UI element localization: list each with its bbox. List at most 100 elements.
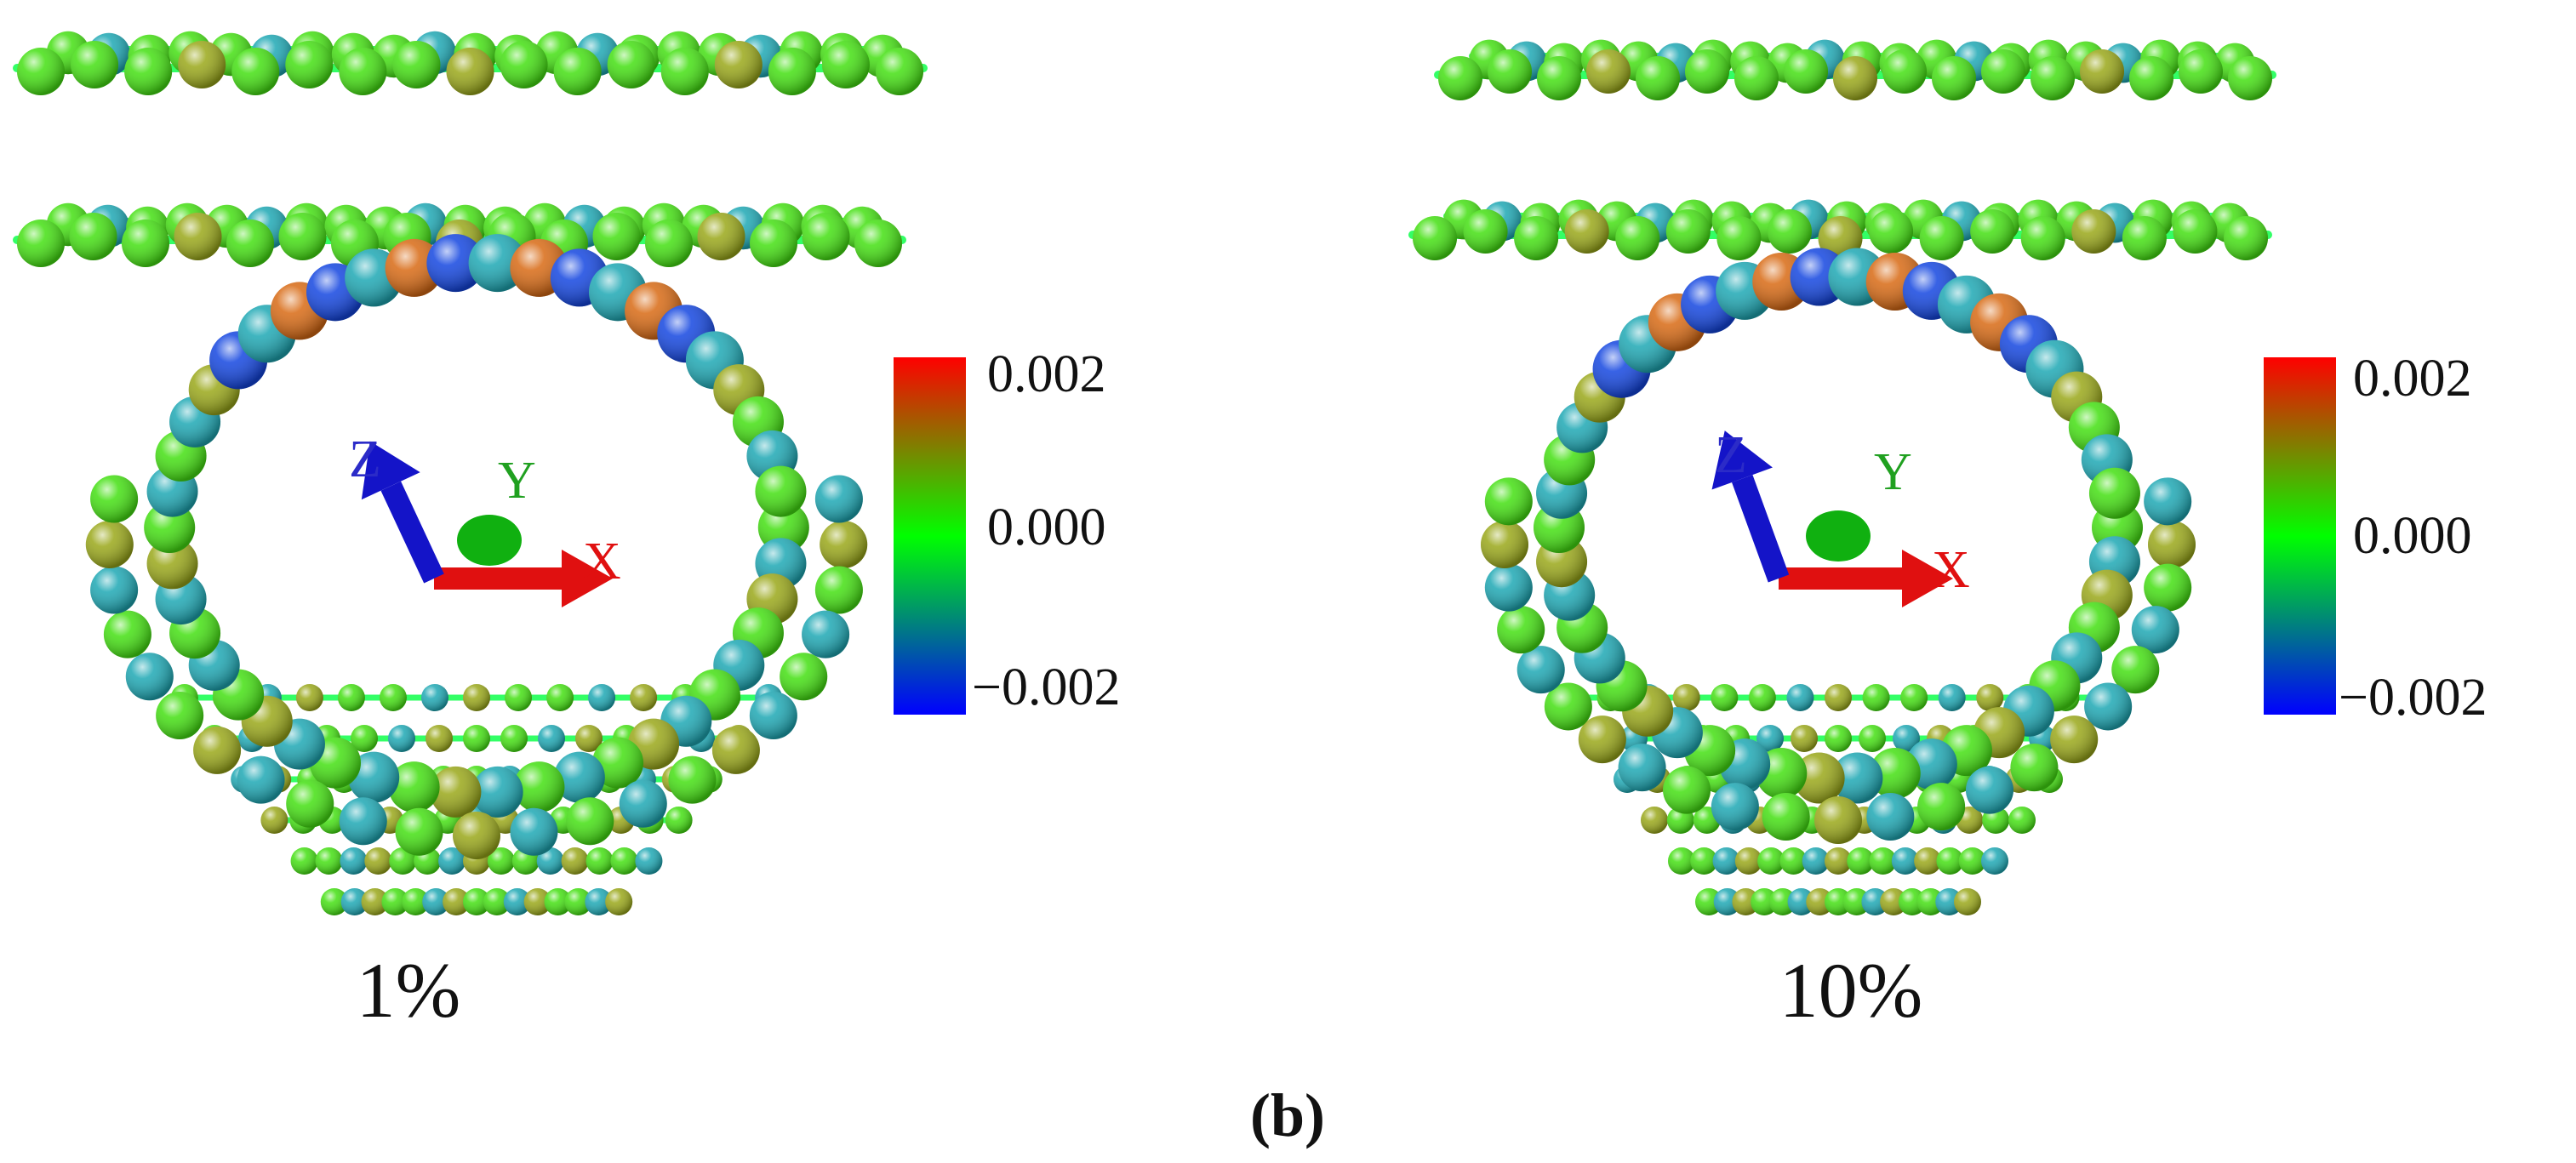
atom-shading — [1578, 715, 1626, 764]
atom-shading — [389, 847, 417, 875]
atom-shading — [665, 807, 693, 834]
atom-shading — [379, 684, 407, 711]
atom-shading — [1869, 209, 1914, 254]
atom-shading — [1917, 783, 1966, 831]
atom-shading — [1734, 56, 1779, 100]
atom-shading — [561, 847, 589, 875]
atom-shading — [426, 725, 453, 752]
atom-shading — [1965, 766, 2013, 814]
atom-shading — [278, 213, 327, 260]
atom-shading — [483, 888, 511, 915]
atom-shading — [605, 888, 633, 915]
atom-shading — [286, 779, 334, 828]
atom-shading — [430, 766, 482, 818]
z-axis-arrow — [380, 481, 444, 584]
atom-shading — [505, 684, 533, 711]
atom-shading — [125, 653, 174, 701]
panel-label: (b) — [1250, 1081, 1325, 1149]
x-axis-arrowhead — [562, 550, 613, 607]
nanotube — [1481, 248, 2196, 915]
atom-shading — [2071, 209, 2116, 254]
atom-shading — [1786, 684, 1814, 711]
atom-shading — [553, 48, 602, 95]
atom-shading — [697, 213, 745, 260]
atom-shading — [178, 41, 226, 88]
atom-shading — [630, 684, 658, 711]
atom-shading — [513, 761, 565, 813]
atom-shading — [339, 797, 387, 846]
atom-shading — [1641, 807, 1668, 834]
atom-shading — [619, 779, 667, 828]
z-axis-arrow — [1732, 475, 1790, 583]
atom-shading — [2111, 646, 2160, 694]
atom-shading — [1438, 56, 1482, 100]
atom-shading — [1712, 847, 1740, 875]
axis-triad: Z Y X — [349, 430, 621, 607]
atom-shading — [463, 684, 490, 711]
atom-shading — [1825, 847, 1852, 875]
atom-shading — [814, 475, 863, 523]
atom-shading — [1859, 725, 1886, 752]
atom-shading — [780, 653, 828, 701]
atom-shading — [1914, 847, 1942, 875]
atom-shading — [340, 847, 368, 875]
atom-shading — [315, 847, 343, 875]
atom-shading — [1685, 49, 1729, 94]
atom-shading — [523, 888, 551, 915]
atom-shading — [1463, 209, 1508, 254]
atom-shading — [585, 847, 614, 875]
atom-shading — [536, 847, 564, 875]
atom-shading — [361, 888, 389, 915]
atom-shading — [821, 41, 870, 88]
atom-shading — [2173, 209, 2218, 254]
y-axis-label: Y — [498, 452, 536, 510]
atom-shading — [1938, 684, 1966, 711]
atom-shading — [285, 41, 334, 88]
atom-shading — [1636, 56, 1680, 100]
atom-shading — [226, 219, 274, 267]
atom-shading — [1663, 766, 1711, 814]
atom-shading — [588, 684, 616, 711]
atom-shading — [320, 888, 348, 915]
atom-shading — [2010, 744, 2059, 792]
graphene-top-layer — [13, 31, 928, 95]
atom-shading — [71, 41, 119, 88]
atom-shading — [854, 219, 902, 267]
atom-shading — [544, 888, 572, 915]
atom-shading — [1537, 56, 1581, 100]
atom-shading — [2008, 807, 2036, 834]
atom-shading — [1869, 847, 1897, 875]
y-axis-label: Y — [1874, 443, 1912, 501]
atom-shading — [1488, 49, 1532, 94]
atom-shading — [1497, 606, 1545, 654]
atom-shading — [592, 213, 641, 260]
colorbar-tick-zero: 0.000 — [987, 499, 1106, 556]
atom-shading — [1672, 684, 1700, 711]
atom-shading — [348, 751, 400, 803]
atom-shading — [660, 48, 709, 95]
atom-shading — [1869, 748, 1921, 800]
atom-shading — [1711, 783, 1759, 831]
colorbar-tick-min: −0.002 — [2339, 669, 2487, 727]
axis-triad: Z Y X — [1711, 426, 1970, 607]
atom-shading — [1847, 847, 1875, 875]
atom-shading — [635, 847, 663, 875]
atom-shading — [1544, 682, 1592, 731]
atom-shading — [802, 610, 850, 658]
atom-shading — [2131, 606, 2179, 654]
atom-shading — [553, 751, 605, 803]
atom-shading — [1981, 49, 2025, 94]
x-axis-label: X — [583, 533, 621, 590]
atom-shading — [564, 888, 592, 915]
atom-shading — [1891, 847, 1919, 875]
atom-shading — [122, 219, 169, 267]
atom-shading — [1981, 847, 2008, 875]
colorbar-tick-zero: 0.000 — [2353, 507, 2472, 565]
atom-shading — [2020, 216, 2065, 260]
atom-shading — [231, 48, 280, 95]
atom-shading — [1615, 216, 1660, 260]
atom-shading — [668, 755, 717, 804]
atom-shading — [156, 692, 204, 740]
atom-shading — [443, 888, 471, 915]
colorbar: 0.002 0.000 −0.002 — [894, 345, 1120, 716]
